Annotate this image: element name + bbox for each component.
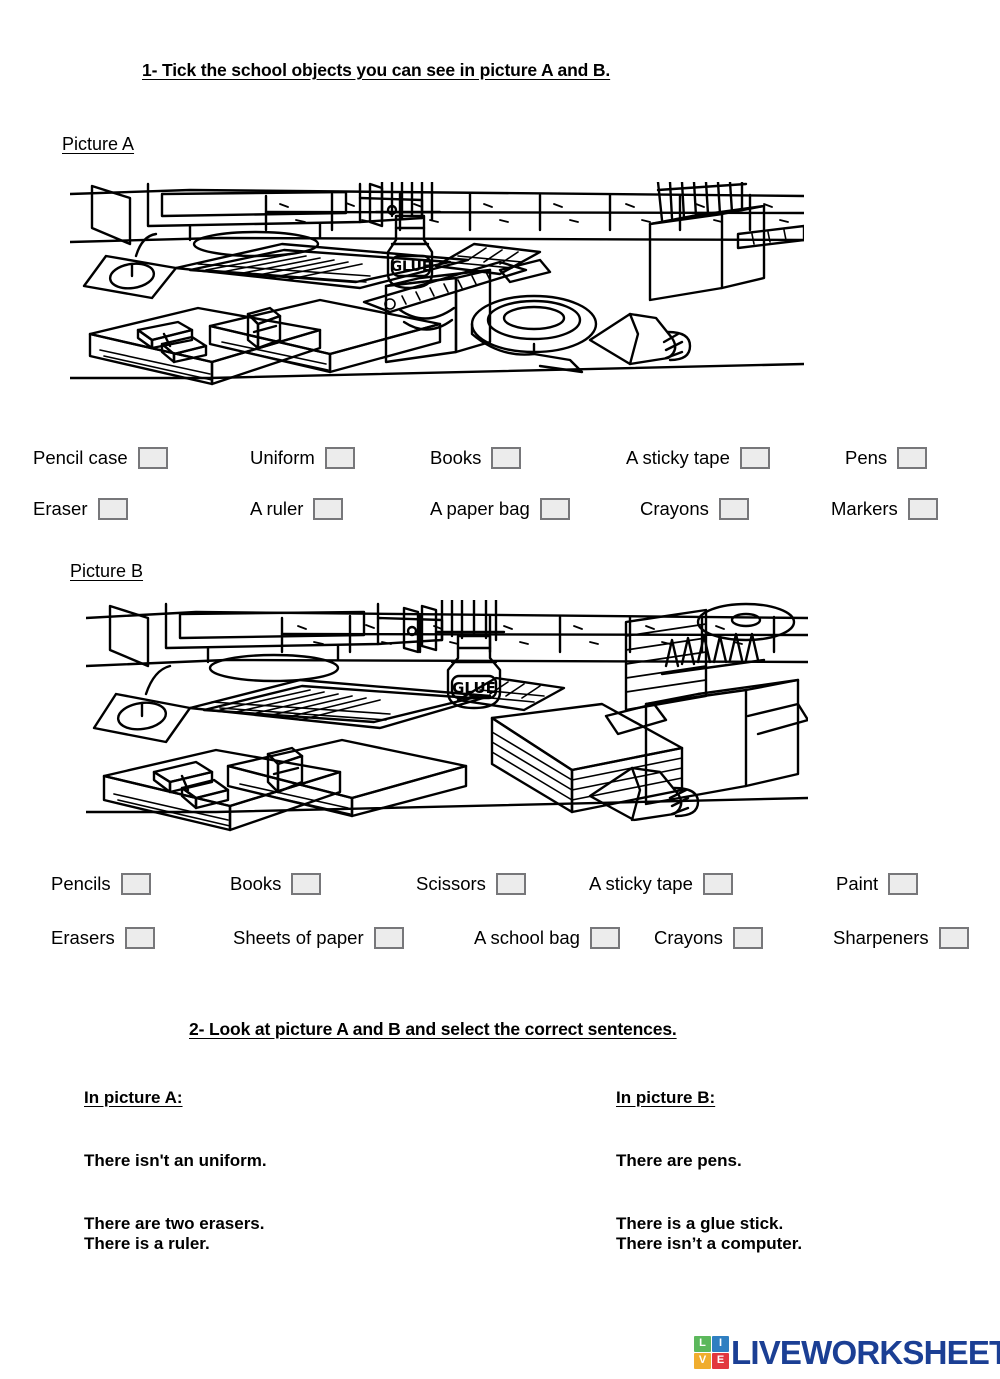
option-uniform[interactable]: Uniform — [250, 447, 355, 469]
liveworksheets-wordmark: LIVEWORKSHEETS — [731, 1333, 1000, 1371]
checkbox-scissors[interactable] — [495, 873, 526, 895]
option-markers[interactable]: Markers — [831, 498, 938, 520]
checkbox-books[interactable] — [491, 447, 522, 469]
option-label: A ruler — [250, 498, 304, 519]
checkbox-eraser[interactable] — [97, 498, 128, 520]
option-sheets-of-paper[interactable]: Sheets of paper — [233, 927, 404, 949]
column-b-heading: In picture B: — [616, 1088, 716, 1107]
option-label: A school bag — [474, 927, 580, 948]
option-label: Erasers — [51, 927, 115, 948]
checkbox-markers[interactable] — [907, 498, 938, 520]
option-label: Pencil case — [33, 447, 128, 468]
option-erasers[interactable]: Erasers — [51, 927, 155, 949]
option-label: Books — [430, 447, 482, 468]
option-sticky-tape-b[interactable]: A sticky tape — [589, 873, 733, 895]
sentences-column-picture-b: In picture B: There are pens. There is a… — [616, 1088, 802, 1254]
option-label: Sheets of paper — [233, 927, 364, 948]
option-label: Books — [230, 873, 282, 894]
option-pencils[interactable]: Pencils — [51, 873, 151, 895]
liveworksheets-logo[interactable]: L I V E LIVEWORKSHEETS — [694, 1332, 1000, 1372]
option-label: Crayons — [640, 498, 709, 519]
picture-b-illustration: GLUE — [86, 600, 808, 855]
svg-text:GLUE: GLUE — [391, 259, 432, 275]
logo-tile-i: I — [712, 1335, 729, 1352]
option-a-ruler[interactable]: A ruler — [250, 498, 344, 520]
picture-a-options-row-1: Pencil case Uniform Books A sticky tape … — [0, 447, 1000, 477]
option-label: Crayons — [654, 927, 723, 948]
option-label: Eraser — [33, 498, 88, 519]
option-label: A sticky tape — [589, 873, 693, 894]
task-2-title: 2- Look at picture A and B and select th… — [189, 1019, 677, 1039]
option-pencil-case[interactable]: Pencil case — [33, 447, 168, 469]
checkbox-sharpeners[interactable] — [938, 927, 969, 949]
checkbox-pens[interactable] — [897, 447, 928, 469]
svg-text:GLUE: GLUE — [452, 679, 496, 697]
option-label: Pencils — [51, 873, 111, 894]
option-scissors[interactable]: Scissors — [416, 873, 526, 895]
option-sticky-tape[interactable]: A sticky tape — [626, 447, 770, 469]
sentence-b-2[interactable]: There is a glue stick. — [616, 1214, 784, 1233]
picture-a-illustration: GLUE — [70, 182, 804, 389]
picture-a-label: Picture A — [62, 134, 135, 154]
option-label: A paper bag — [430, 498, 530, 519]
checkbox-books-b[interactable] — [291, 873, 322, 895]
sentence-b-1[interactable]: There are pens. — [616, 1151, 742, 1170]
option-label: Markers — [831, 498, 898, 519]
checkbox-sticky-tape[interactable] — [739, 447, 770, 469]
picture-a-options-row-2: Eraser A ruler A paper bag Crayons Marke… — [0, 498, 1000, 528]
sentence-b-3[interactable]: There isn’t a computer. — [616, 1234, 803, 1253]
picture-b-label: Picture B — [70, 561, 144, 581]
option-school-bag[interactable]: A school bag — [474, 927, 620, 949]
option-label: Uniform — [250, 447, 315, 468]
picture-b-options-row-2: Erasers Sheets of paper A school bag Cra… — [0, 927, 1000, 957]
sentences-column-picture-a: In picture A: There isn't an uniform. Th… — [84, 1088, 267, 1254]
option-books-b[interactable]: Books — [230, 873, 322, 895]
option-label: Scissors — [416, 873, 486, 894]
checkbox-crayons-b[interactable] — [732, 927, 763, 949]
sentence-a-3[interactable]: There is a ruler. — [84, 1234, 210, 1253]
option-label: Pens — [845, 447, 888, 468]
option-label: Paint — [836, 873, 879, 894]
checkbox-pencils[interactable] — [120, 873, 151, 895]
option-crayons[interactable]: Crayons — [640, 498, 749, 520]
option-crayons-b[interactable]: Crayons — [654, 927, 763, 949]
picture-b-options-row-1: Pencils Books Scissors A sticky tape Pai… — [0, 873, 1000, 903]
option-sharpeners[interactable]: Sharpeners — [833, 927, 969, 949]
checkbox-school-bag[interactable] — [589, 927, 620, 949]
column-a-heading: In picture A: — [84, 1088, 183, 1107]
sentence-a-1[interactable]: There isn't an uniform. — [84, 1151, 267, 1170]
option-label: A sticky tape — [626, 447, 730, 468]
checkbox-erasers[interactable] — [124, 927, 155, 949]
checkbox-a-ruler[interactable] — [313, 498, 344, 520]
logo-tile-e: E — [712, 1352, 729, 1369]
option-paint[interactable]: Paint — [836, 873, 919, 895]
checkbox-sticky-tape-b[interactable] — [702, 873, 733, 895]
checkbox-uniform[interactable] — [324, 447, 355, 469]
option-eraser[interactable]: Eraser — [33, 498, 128, 520]
option-pens[interactable]: Pens — [845, 447, 928, 469]
checkbox-sheets-of-paper[interactable] — [373, 927, 404, 949]
liveworksheets-logo-mark: L I V E — [694, 1335, 729, 1369]
logo-tile-l: L — [694, 1335, 711, 1352]
checkbox-crayons[interactable] — [718, 498, 749, 520]
checkbox-pencil-case[interactable] — [137, 447, 168, 469]
checkbox-paper-bag[interactable] — [539, 498, 570, 520]
sentence-a-2[interactable]: There are two erasers. — [84, 1214, 265, 1233]
checkbox-paint[interactable] — [888, 873, 919, 895]
logo-tile-v: V — [694, 1352, 711, 1369]
option-books[interactable]: Books — [430, 447, 522, 469]
option-label: Sharpeners — [833, 927, 929, 948]
option-paper-bag[interactable]: A paper bag — [430, 498, 570, 520]
task-1-title: 1- Tick the school objects you can see i… — [142, 60, 611, 80]
